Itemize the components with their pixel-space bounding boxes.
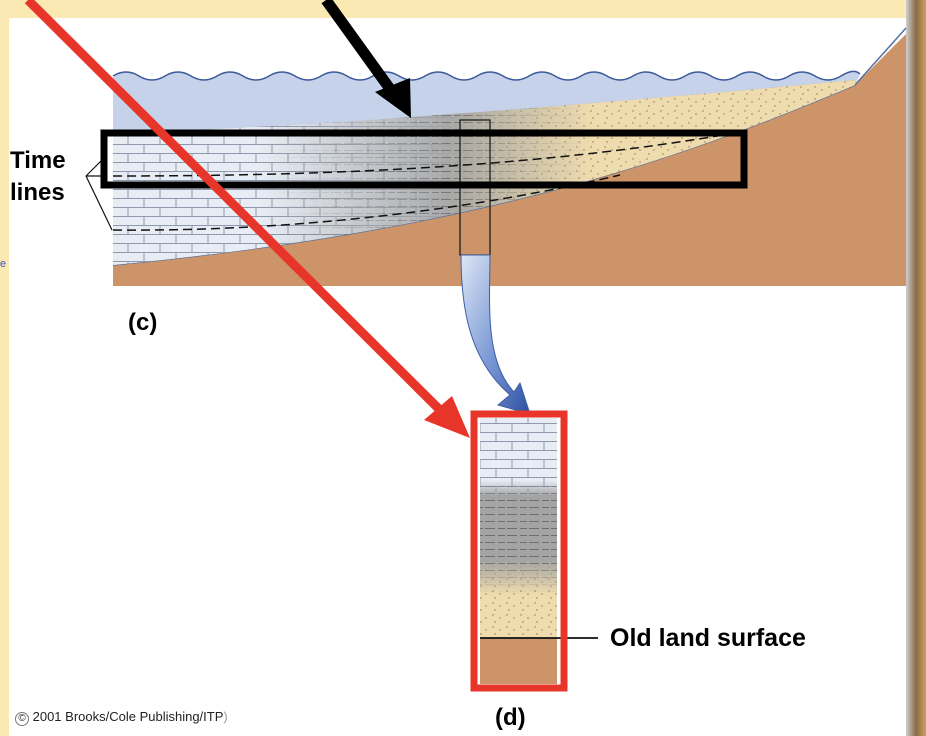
column-sand — [480, 560, 557, 638]
old-land-surface-label: Old land surface — [610, 624, 806, 653]
time-lines-label: Time lines — [10, 145, 66, 209]
edge-link-mark: e — [0, 258, 6, 270]
column-land — [480, 638, 557, 684]
column-limestone — [480, 418, 557, 496]
time-lines-line1: Time — [10, 145, 66, 177]
copyright-notice: © 2001 Brooks/Cole Publishing/ITP) — [15, 709, 228, 726]
copyright-trail: ) — [223, 709, 227, 724]
time-lines-line2: lines — [10, 177, 66, 209]
time-lines-brace — [86, 160, 112, 230]
panel-label-c: (c) — [128, 309, 157, 337]
copyright-text: 2001 Brooks/Cole Publishing/ITP — [29, 709, 223, 724]
copyright-symbol: © — [15, 712, 29, 726]
panel-label-d: (d) — [495, 704, 526, 732]
